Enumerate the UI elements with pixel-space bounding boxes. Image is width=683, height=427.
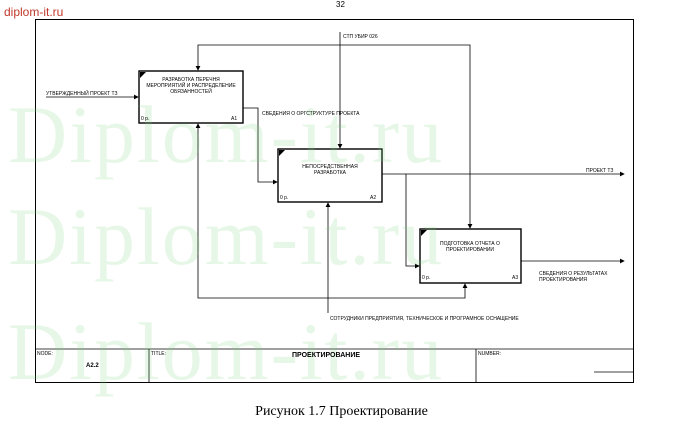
arrow-control-a3: [340, 44, 473, 229]
label-input-project: УТВЕРЖДЕННЫЙ ПРОЕКТ ТЗ: [46, 91, 118, 97]
label-output-results: СВЕДЕНИЯ О РЕЗУЛЬТАТАХ ПРОЕКТИРОВАНИЯ: [539, 271, 608, 283]
footer-node-label: NODE:: [37, 351, 53, 357]
box-a3-code: A3: [512, 275, 519, 281]
box-a1: [138, 70, 244, 124]
footer-number-label: NUMBER:: [478, 351, 502, 357]
box-a3-label: ПОДГОТОВКА ОТЧЕТА О ПРОЕКТИРОВАНИИ: [440, 241, 500, 253]
box-a1-code: A1: [231, 116, 238, 122]
box-a3-cost: 0 р.: [422, 275, 431, 281]
box-a2-label: НЕПОСРЕДСТВЕННАЯ РАЗРАБОТКА: [302, 164, 358, 176]
box-a2: [277, 148, 383, 203]
label-org-info: СВЕДЕНИЯ О ОРГСТРУКТУРЕ ПРОЕКТА: [262, 111, 360, 117]
footer-title-label: TITLE:: [151, 351, 167, 357]
arrow-mechanism-a1: [195, 123, 328, 299]
site-watermark-text: diplom-it.ru: [4, 5, 64, 19]
box-a3: [419, 228, 522, 284]
arrow-mechanism-a3: [328, 283, 468, 299]
footer-title-value: ПРОЕКТИРОВАНИЕ: [292, 352, 361, 359]
box-a1-cost: 0 р.: [141, 116, 150, 122]
box-a2-corner: [279, 150, 285, 156]
footer-node-value: A2.2: [86, 363, 99, 369]
watermark-line-1: Diplom-it.ru: [8, 89, 445, 180]
figure-caption: Рисунок 1.7 Проектирование: [255, 404, 428, 419]
diagram-frame: [35, 19, 634, 383]
page-number: 32: [336, 0, 345, 9]
box-a3-corner: [421, 230, 427, 236]
label-control-std: СТП УБИР 026: [343, 34, 378, 40]
arrow-a1-to-a2: [243, 107, 278, 185]
box-a1-corner: [140, 72, 146, 78]
box-a2-cost: 0 р.: [280, 195, 289, 201]
label-mechanism: СОТРУДНИКИ ПРЕДПРИЯТИЯ, ТЕХНИЧЕСКОЕ И ПР…: [330, 316, 519, 322]
watermark-line-2: Diplom-it.ru: [8, 191, 445, 282]
label-output-project: ПРОЕКТ ТЗ: [586, 168, 614, 174]
arrow-a2-to-a3: [405, 174, 420, 269]
watermark-line-3: Diplom-it.ru: [8, 306, 445, 397]
box-a1-label: РАЗРАБОТКА ПЕРЕЧНЯ МЕРОПРИЯТИЙ И РАСПРЕД…: [146, 77, 236, 95]
box-a2-code: A2: [370, 195, 377, 201]
arrow-control-a1: [195, 32, 341, 71]
